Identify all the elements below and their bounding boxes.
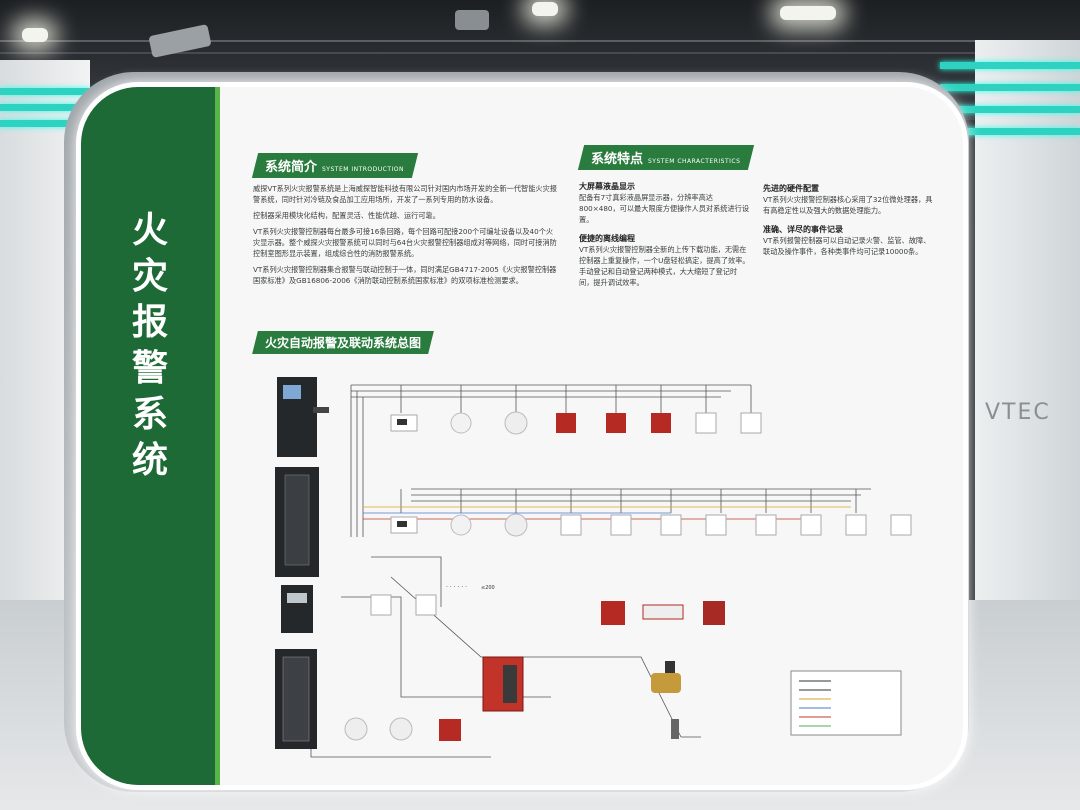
device-row-2 xyxy=(390,513,912,537)
intro-bullet: 威探VT系列火灾报警系统是上海威探智能科技有限公司针对国内市场开发的全新一代智能… xyxy=(253,184,557,204)
feature-text: VT系列火灾报警控制器全新的上传下载功能，无需在控制器上重复操作，一个U盘轻松搞… xyxy=(579,245,750,287)
main-title: 火灾报警系统 xyxy=(131,209,168,481)
pressure-switch xyxy=(671,719,679,739)
intro-bullet: VT系列火灾报警控制器集合报警与联动控制于一体，同时满足GB4717-2005《… xyxy=(253,265,557,285)
wall-controller xyxy=(281,585,313,633)
title-panel xyxy=(81,87,220,785)
ceiling-lamp xyxy=(780,6,836,20)
booth-light-stripe xyxy=(940,128,1080,135)
right-booth xyxy=(975,40,1080,600)
feature-title: 准确、详尽的事件记录 xyxy=(763,225,843,234)
features-column-left: 大屏幕液晶显示 配备有7寸真彩液晶屏显示器，分辨率高达800×480，可以最大限… xyxy=(579,181,751,288)
intro-bullet: VT系列火灾报警控制器每台最多可接16条回路，每个回路可配接200个可编址设备以… xyxy=(253,227,557,258)
solenoid-valve xyxy=(651,673,681,693)
feature-text: VT系列火灾报警控制器核心采用了32位微处理器，具有高稳定性以及强大的数据处理能… xyxy=(763,195,933,215)
ceiling-truss xyxy=(0,52,1080,54)
diagram-ellipsis: · · · · · · xyxy=(446,584,467,591)
device-row-3 xyxy=(370,594,725,625)
feature-title: 先进的硬件配置 xyxy=(763,184,819,193)
booth-light-stripe xyxy=(0,104,90,111)
ceiling-lamp xyxy=(22,28,48,42)
device-row-1 xyxy=(390,411,762,435)
feature-title: 便捷的离线编程 xyxy=(579,234,635,243)
bottom-detector xyxy=(389,717,413,741)
system-diagram: · · · · · · ≤200 xyxy=(275,377,912,758)
booth-light-stripe xyxy=(0,88,90,95)
features-column-right: 先进的硬件配置 VT系列火灾报警控制器核心采用了32位微处理器，具有高稳定性以及… xyxy=(763,183,933,257)
diagram-count-label: ≤200 xyxy=(481,585,495,591)
ceiling-lamp xyxy=(532,2,558,16)
bottom-manual-station xyxy=(439,719,461,741)
intro-text: 威探VT系列火灾报警系统是上海威探智能科技有限公司针对国内市场开发的全新一代智能… xyxy=(253,183,559,286)
spotlight xyxy=(455,10,489,30)
wiring-legend xyxy=(790,670,902,736)
booth-light-stripe xyxy=(940,62,1080,69)
intro-bullet: 控制器采用模块化结构，配置灵活、性能优越、运行可靠。 xyxy=(253,211,440,220)
feature-text: 配备有7寸真彩液晶屏显示器，分辨率高达800×480，可以最大限度方便操作人员对… xyxy=(579,193,750,224)
wiring xyxy=(310,384,871,758)
booth-light-stripe xyxy=(0,120,90,127)
ceiling-truss xyxy=(0,40,1080,42)
diagram-heading: 火灾自动报警及联动系统总图 xyxy=(252,331,434,354)
background-brand-text: VTEC xyxy=(985,400,1051,425)
feature-text: VT系列报警控制器可以自动记录火警、监管、故障、联动及操作事件，各种类事件均可记… xyxy=(763,236,931,256)
bottom-detector xyxy=(344,717,368,741)
feature-title: 大屏幕液晶显示 xyxy=(579,182,635,191)
booth-light-stripe xyxy=(940,84,1080,91)
booth-light-stripe xyxy=(940,106,1080,113)
